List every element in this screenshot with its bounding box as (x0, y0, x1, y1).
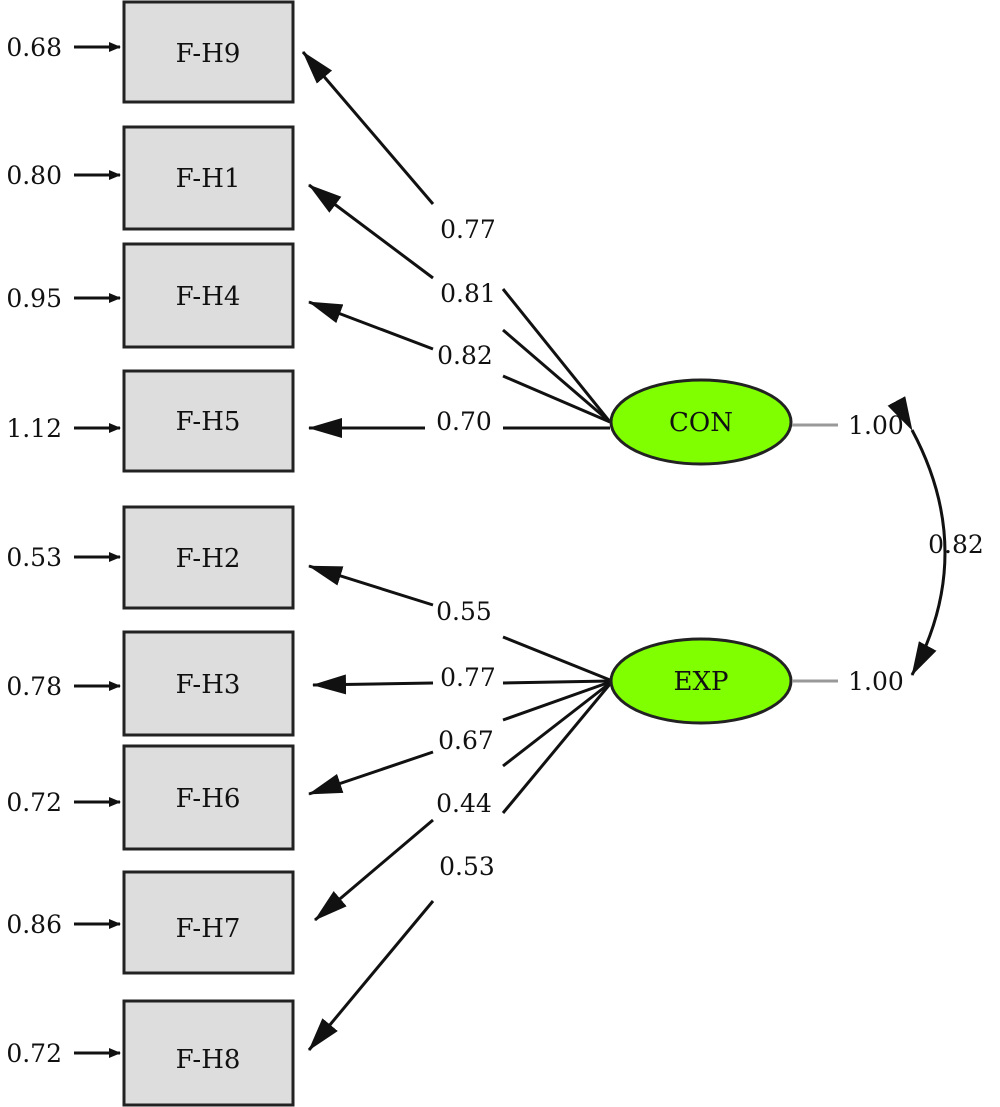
loading-labels: 0.77 0.81 0.82 0.70 0.55 0.77 0.67 0.44 … (436, 215, 496, 881)
correlation-label: 0.82 (928, 530, 984, 559)
loading-arrow-EXP-F-H2 (308, 564, 434, 607)
loading-arrow-EXP-F-H8 (307, 900, 435, 1051)
factor-label: CON (669, 408, 733, 438)
loading-tail-CON-F-H1 (501, 288, 612, 423)
error-label-F-H9: 0.68 (6, 33, 62, 62)
error-label-F-H3: 0.78 (6, 672, 62, 701)
loading-arrow-EXP-F-H7 (314, 818, 434, 922)
loading-arrow-EXP-F-H6 (308, 750, 434, 796)
loading-label-EXP-F-H6: 0.67 (438, 726, 494, 755)
loading-label-CON-F-H1: 0.81 (440, 279, 496, 308)
indicator-box-F-H8: F-H8 (122, 999, 295, 1107)
loading-tail-EXP-F-H2 (502, 635, 611, 682)
indicator-box-F-H6: F-H6 (122, 744, 295, 851)
indicator-box-F-H5: F-H5 (122, 369, 295, 473)
loading-arrow-CON-F-H4 (308, 300, 434, 351)
indicator-box-F-H7: F-H7 (122, 870, 295, 975)
error-labels: 0.68 0.80 0.95 1.12 0.53 0.78 0.72 0.86 … (6, 33, 62, 1068)
loading-arrow-CON-F-H1 (308, 183, 434, 280)
variance-label-CON: 1.00 (848, 411, 904, 440)
indicator-label: F-H4 (176, 282, 241, 312)
loading-tail-EXP-F-H8 (501, 683, 612, 814)
indicator-label: F-H6 (176, 784, 241, 814)
indicator-label: F-H9 (176, 39, 241, 69)
loading-label-EXP-F-H3: 0.77 (440, 663, 496, 692)
indicator-label: F-H7 (176, 914, 241, 944)
loading-arrows-con (301, 51, 612, 438)
loading-arrow-EXP-F-H3 (312, 674, 434, 695)
loading-label-CON-F-H4: 0.82 (437, 341, 493, 370)
indicator-box-F-H2: F-H2 (122, 505, 295, 610)
indicator-box-F-H4: F-H4 (122, 242, 295, 349)
factor-EXP: EXP (609, 637, 793, 725)
indicator-label: F-H5 (176, 407, 241, 437)
indicator-box-F-H9: F-H9 (122, 0, 295, 104)
loading-label-EXP-F-H2: 0.55 (436, 597, 492, 626)
factor-CON: CON (609, 378, 793, 466)
variance-label-EXP: 1.00 (848, 667, 904, 696)
error-label-F-H4: 0.95 (6, 284, 62, 313)
loading-label-EXP-F-H7: 0.44 (436, 789, 492, 818)
indicator-label: F-H3 (176, 670, 241, 700)
loading-tail-CON-F-H4 (502, 328, 611, 424)
error-label-F-H1: 0.80 (6, 161, 62, 190)
error-label-F-H5: 1.12 (6, 414, 62, 443)
indicator-label: F-H2 (176, 544, 241, 574)
error-arrows (74, 42, 121, 1058)
indicator-box-F-H3: F-H3 (122, 630, 295, 737)
loading-tail-EXP-F-H3 (502, 679, 611, 685)
indicator-label: F-H8 (176, 1045, 241, 1075)
loading-label-EXP-F-H8: 0.53 (439, 852, 495, 881)
loading-tail-EXP-F-H6 (502, 680, 611, 722)
factor-label: EXP (674, 667, 729, 697)
error-label-F-H7: 0.86 (6, 910, 62, 939)
loading-tail-EXP-F-H7 (502, 681, 611, 768)
indicator-box-F-H1: F-H1 (122, 125, 295, 231)
correlation-arrow (887, 396, 947, 676)
loading-label-CON-F-H9: 0.77 (440, 215, 496, 244)
error-label-F-H2: 0.53 (6, 543, 62, 572)
indicator-label: F-H1 (176, 164, 241, 194)
loading-arrow-CON-F-H9 (301, 51, 435, 205)
error-label-F-H6: 0.72 (6, 788, 62, 817)
error-label-F-H8: 0.72 (6, 1039, 62, 1068)
loading-arrows-exp (307, 564, 612, 1051)
loading-label-CON-F-H5: 0.70 (436, 407, 492, 436)
loading-tail-CON-F-H5a (502, 374, 611, 424)
